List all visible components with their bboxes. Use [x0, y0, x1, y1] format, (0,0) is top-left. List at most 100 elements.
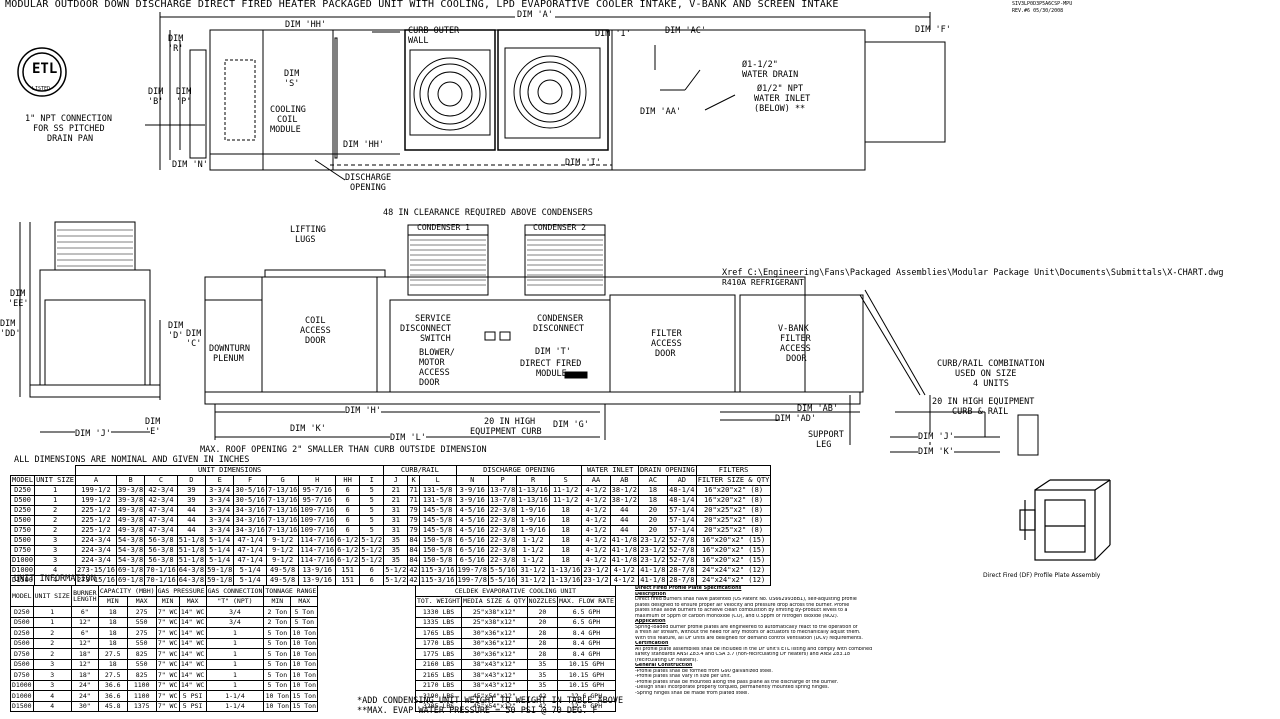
table-cell: 6	[335, 485, 361, 496]
table-cell: 6-1/2	[335, 555, 361, 566]
spec-cert-heading: Certification	[635, 641, 669, 647]
table-cell: 24"	[70, 690, 99, 702]
table-cell: 20	[637, 515, 668, 526]
ch-nozzles: NOZZLES	[526, 595, 559, 607]
table-cell: 6	[335, 495, 361, 506]
table-cell: 4-5/16	[455, 515, 490, 526]
table-cell: C	[144, 475, 178, 486]
table-cell: L	[418, 475, 457, 486]
table-cell: 3-9/16	[455, 495, 490, 506]
uh-sub: MIN	[97, 595, 128, 607]
equip-curb-2: EQUIPMENT CURB	[470, 427, 542, 437]
table-cell: D1500	[10, 700, 34, 712]
table-cell: 4-1/2	[581, 495, 611, 506]
table-cell: 30-5/16	[233, 495, 267, 506]
table-cell: 7" WC	[155, 690, 180, 702]
table-cell: 109-7/16	[298, 515, 337, 526]
table-cell: 1375	[126, 700, 157, 712]
table-cell: 41-1/8	[637, 575, 668, 586]
table-cell: 18	[548, 535, 583, 546]
table-cell: 69-1/8	[115, 565, 146, 576]
dim-l-label: DIM 'L'	[390, 433, 426, 443]
uh-sub: MAX	[178, 595, 207, 607]
table-cell: 44	[176, 525, 207, 536]
table-cell: 5-1/2	[359, 555, 385, 566]
dim-p-label-2: 'P'	[176, 97, 192, 107]
table-cell: 38"x43"x12"	[461, 658, 528, 670]
vbank-2: FILTER	[780, 334, 811, 344]
spec-line: -Profile plates shall be formed from G90…	[635, 668, 773, 674]
group-discharge: DISCHARGE OPENING	[455, 465, 583, 476]
table-cell: 4-1/2	[581, 525, 611, 536]
dim-e-2: 'E'	[145, 427, 161, 437]
table-cell: 24"x24"x2" (12)	[695, 575, 772, 586]
uh-gas-pressure: GAS PRESSURE	[155, 585, 207, 597]
table-cell: 18	[548, 555, 583, 566]
dim-s-label-2: 'S'	[284, 79, 300, 89]
vbank-3: ACCESS	[780, 344, 811, 354]
condenser-disconnect-1: CONDENSER	[537, 314, 584, 324]
table-cell: 18	[97, 637, 128, 649]
table-cell: 31	[383, 505, 409, 516]
table-cell: 225-1/2	[75, 525, 117, 536]
table-cell: 35	[526, 669, 559, 681]
table-cell: 34-3/16	[233, 525, 267, 536]
blower-motor-1: BLOWER/	[419, 348, 455, 358]
dim-d-1: DIM	[168, 321, 184, 331]
table-cell: D	[176, 475, 207, 486]
table-cell: B	[115, 475, 146, 486]
table-cell: 4-1/2	[581, 545, 611, 556]
note-1: *ADD CONDENSING UNIT WEIGHT TO WEIGHT IN…	[357, 696, 624, 706]
table-cell: 6-5/16	[455, 545, 490, 556]
dim-ee-2: 'EE'	[8, 299, 29, 309]
table-cell: 20	[637, 525, 668, 536]
table-cell: 20	[526, 606, 559, 618]
table-cell: 7-13/16	[265, 495, 300, 506]
table-cell: 145-5/8	[418, 515, 457, 526]
table-cell: 4	[32, 690, 72, 702]
table-cell: 4-5/16	[455, 505, 490, 516]
table-cell: 49-3/8	[115, 525, 146, 536]
table-cell: 7" WC	[155, 679, 180, 691]
table-cell: AD	[666, 475, 697, 486]
spec-desc-heading: Description	[635, 591, 667, 597]
table-cell: 20"x25"x2" (8)	[695, 525, 772, 536]
table-cell: 22-3/8	[488, 525, 518, 536]
table-cell: 28	[526, 637, 559, 649]
condenser-2-label: CONDENSER 2	[533, 223, 586, 232]
table-cell: 35	[383, 555, 409, 566]
table-cell: 199-1/2	[75, 495, 117, 506]
table-cell: 3-9/16	[455, 485, 490, 496]
table-cell: 7" WC	[155, 648, 180, 660]
table-cell: 10 Ton	[290, 637, 319, 649]
table-cell: 5 PSI	[178, 700, 207, 712]
table-cell: 3	[32, 658, 72, 670]
table-cell: 2	[34, 515, 77, 526]
uh-sub: MAX	[126, 595, 157, 607]
table-cell: 7-13/16	[265, 505, 300, 516]
table-cell: H	[298, 475, 337, 486]
table-cell: 23-1/2	[637, 535, 668, 546]
table-cell: 44	[176, 515, 207, 526]
table-cell: 14" WC	[178, 606, 207, 618]
water-drain-2: WATER DRAIN	[742, 70, 799, 80]
condenser-disconnect-2: DISCONNECT	[533, 324, 585, 334]
table-cell: 49-3/8	[115, 515, 146, 526]
table-cell: 59-1/8	[205, 575, 235, 586]
table-cell: 25"x38"x12"	[461, 606, 528, 618]
dim-ab-label: DIM 'AB'	[797, 404, 838, 414]
table-cell: 2160 LBS	[414, 658, 463, 670]
blower-motor-3: ACCESS	[419, 368, 450, 378]
dim-ac-label: DIM 'AC'	[665, 26, 706, 36]
ch-weight: TOT. WEIGHT	[414, 595, 463, 607]
dim-g-label: DIM 'G'	[553, 420, 589, 430]
coil-access-1: COIL	[305, 316, 326, 326]
table-cell: 7" WC	[155, 616, 180, 628]
table-cell: 16"x20"x2" (15)	[695, 545, 772, 556]
